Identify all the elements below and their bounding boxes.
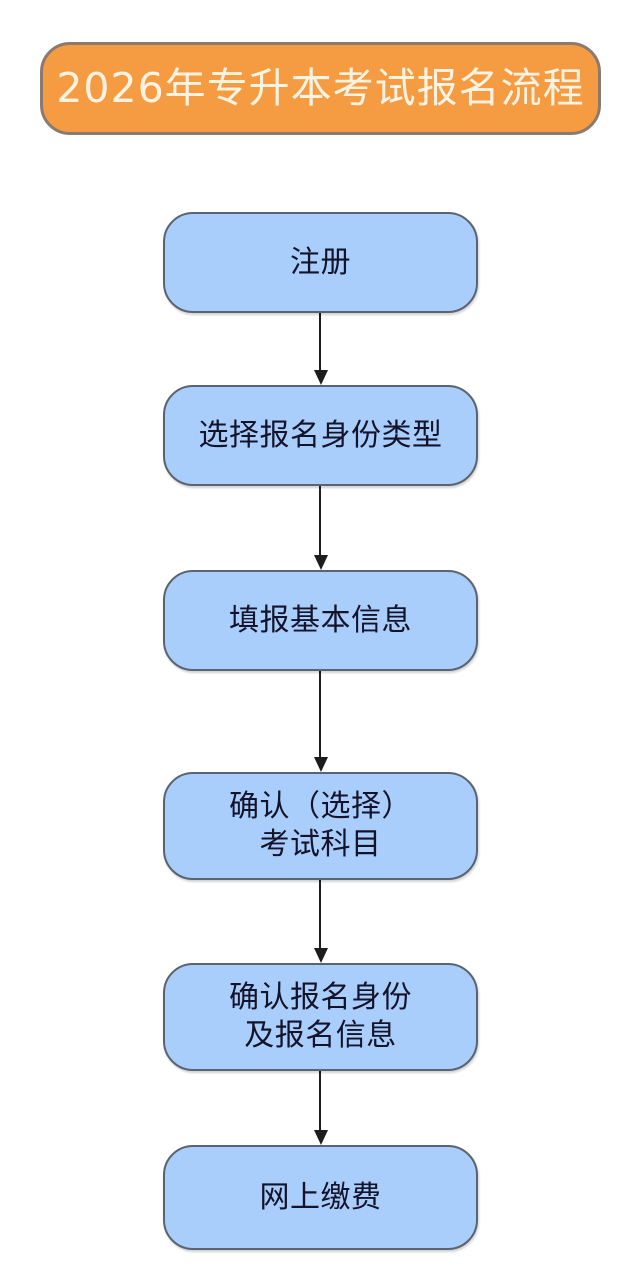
flow-connector-arrow [314,313,328,385]
arrow-shaft [319,880,321,950]
flow-node-label: 填报基本信息 [229,602,412,638]
flow-node-confirm-registration-identity-and-information: 确认报名身份及报名信息 [163,963,478,1071]
flow-node-label: 确认（选择） [229,789,412,824]
arrow-head-icon [314,757,328,772]
page-title: 2026年专升本考试报名流程 [56,64,585,112]
flow-node-online-payment: 网上缴费 [163,1145,478,1250]
arrow-shaft [319,313,321,372]
arrow-shaft [319,1071,321,1132]
arrow-head-icon [314,555,328,570]
arrow-head-icon [314,1130,328,1145]
flow-node-label: 注册 [290,244,351,280]
flow-connector-arrow [314,1071,328,1145]
flow-connector-arrow [314,671,328,772]
flow-node-label: 网上缴费 [259,1179,382,1215]
flow-node-confirm-select-exam-subjects: 确认（选择）考试科目 [163,772,478,880]
flow-node-label: 选择报名身份类型 [198,417,443,453]
flow-node-register: 注册 [163,212,478,313]
flow-node-fill-basic-information: 填报基本信息 [163,570,478,671]
flow-node-label: 及报名信息 [244,1018,397,1053]
arrow-head-icon [314,370,328,385]
flow-node-label: 考试科目 [259,827,382,862]
arrow-shaft [319,486,321,557]
flow-node-select-registration-identity-type: 选择报名身份类型 [163,385,478,486]
flow-connector-arrow [314,486,328,570]
flow-node-label: 确认报名身份 [229,980,412,1015]
flow-connector-arrow [314,880,328,963]
arrow-shaft [319,671,321,759]
flowchart-title-banner: 2026年专升本考试报名流程 [40,42,601,135]
arrow-head-icon [314,948,328,963]
